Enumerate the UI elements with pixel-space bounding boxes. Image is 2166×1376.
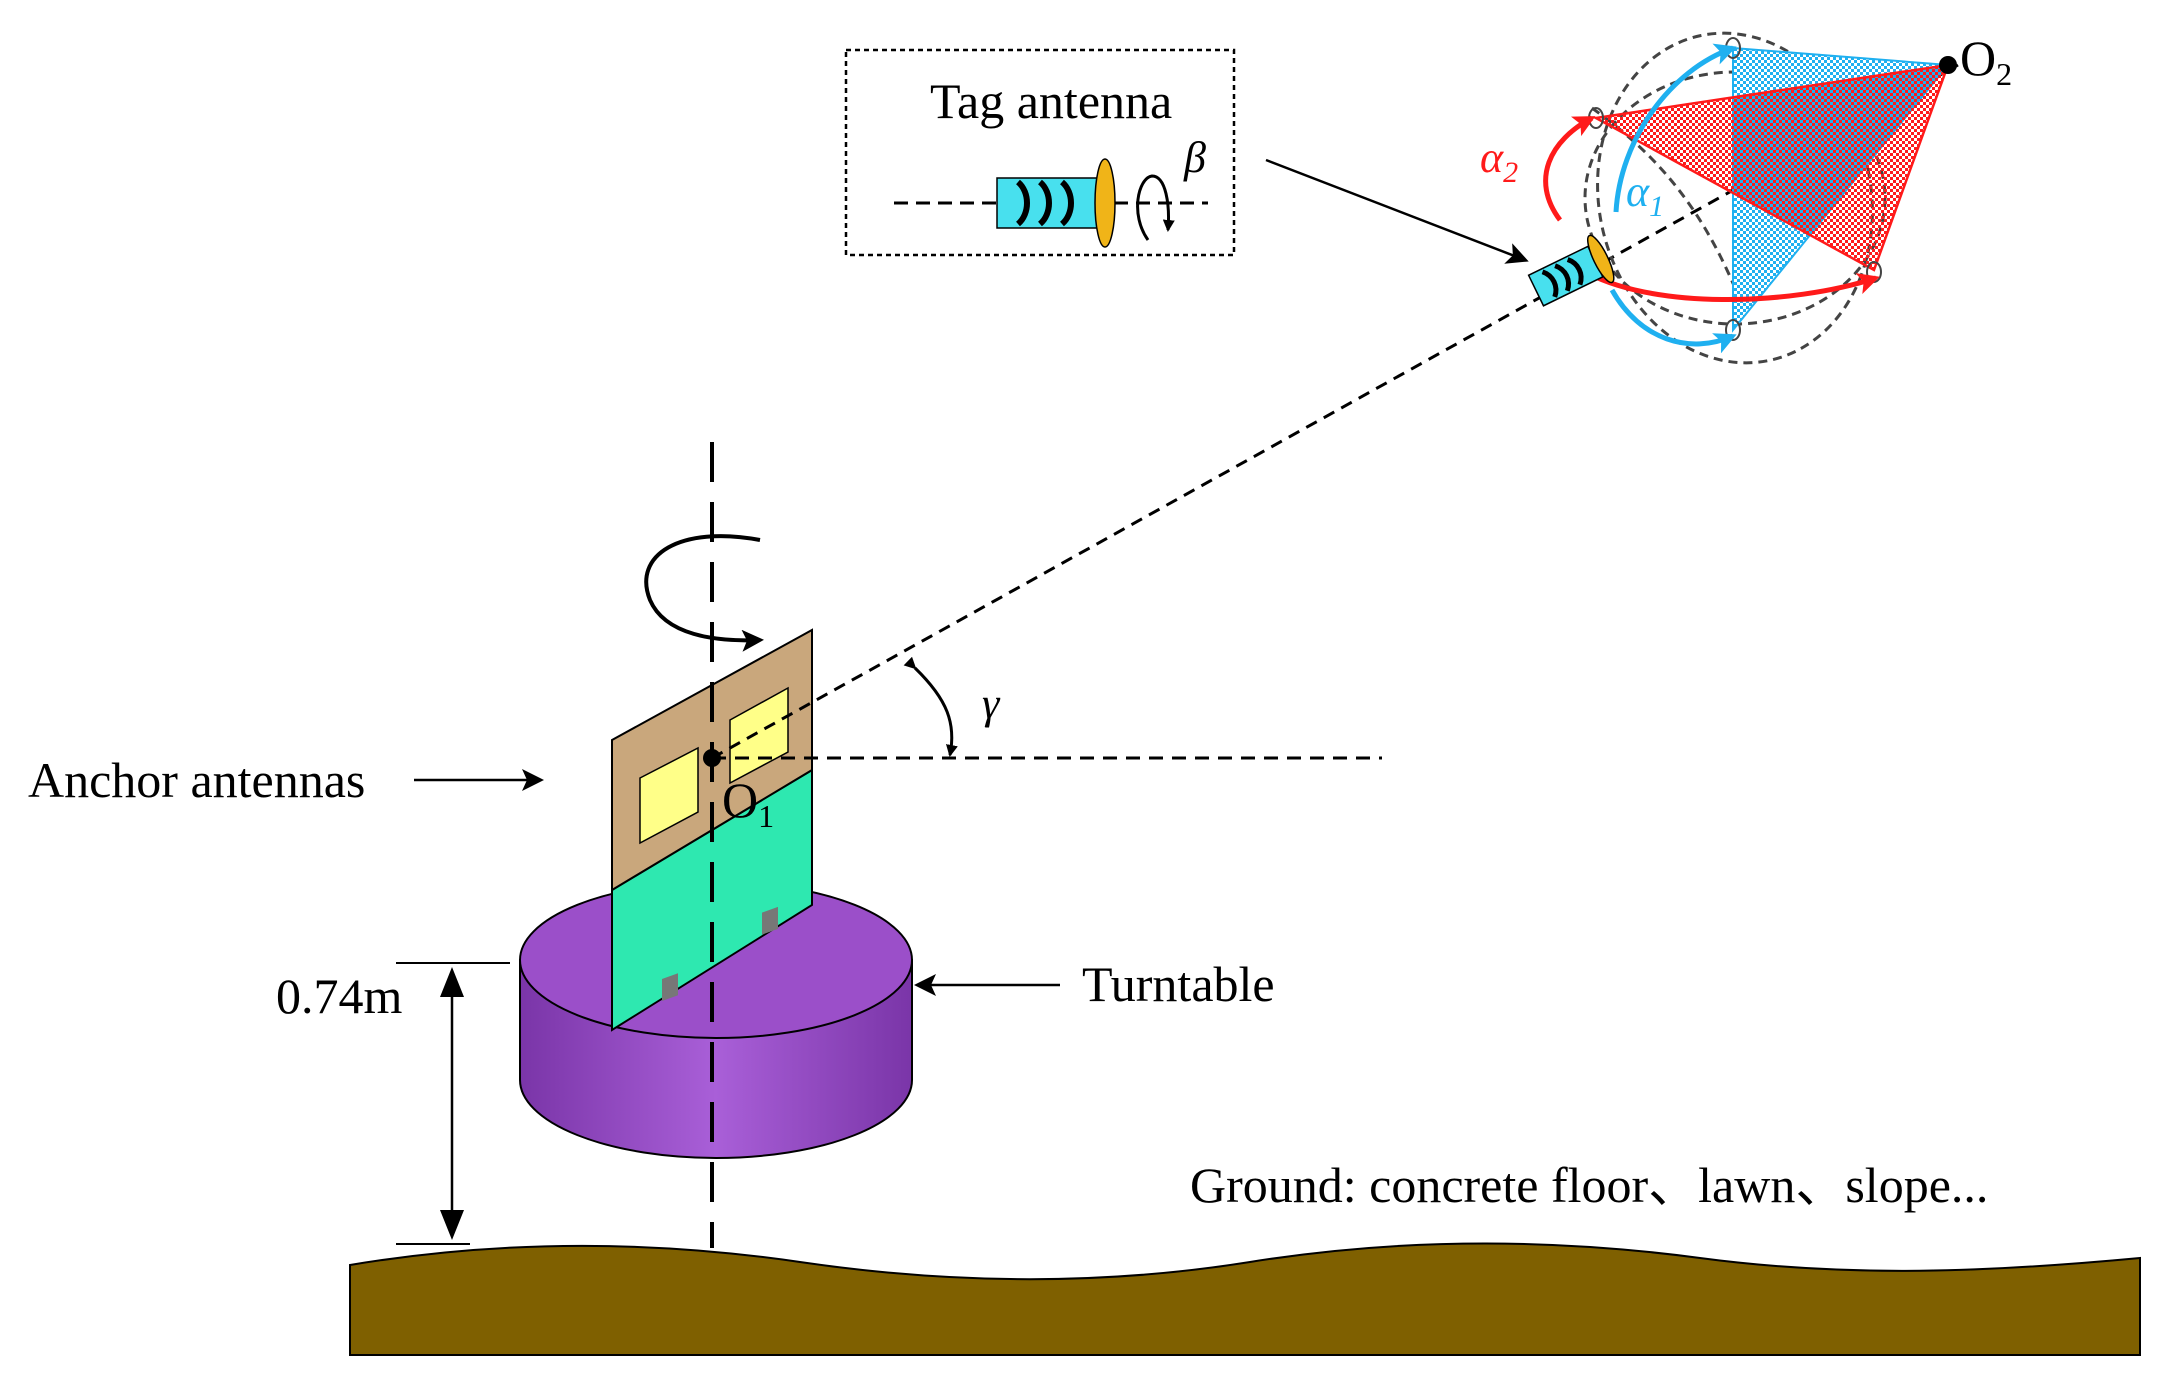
legend-tag-icon <box>996 158 1116 248</box>
ground-surface <box>349 1242 2141 1356</box>
o2-label: O2 <box>1960 30 2012 92</box>
connector-left <box>662 973 678 1002</box>
antenna-patch-left <box>639 746 699 845</box>
alpha2-plane <box>1592 63 1950 272</box>
tag-antenna-in-sphere <box>1527 234 1615 307</box>
gamma-label: γ <box>982 679 1001 728</box>
gamma-arc <box>903 656 958 757</box>
alpha2-arrow-lower <box>1580 267 1880 302</box>
alpha1-label: α1 <box>1626 167 1664 223</box>
anchor-antennas-label: Anchor antennas <box>28 752 365 808</box>
rotation-arrow <box>644 534 764 652</box>
beta-rotation-arrow <box>1136 174 1175 241</box>
alpha2-label: α2 <box>1480 133 1518 189</box>
tag-pointer-arrow <box>1265 158 1529 264</box>
tag-antenna-legend: Tag antenna β <box>844 48 1236 257</box>
height-dimension <box>396 962 510 1245</box>
o1-label: O1 <box>722 772 774 834</box>
sphere-inner-arc <box>1591 106 1742 301</box>
height-label: 0.74m <box>276 968 403 1024</box>
beta-label: β <box>1183 133 1206 182</box>
connector-right <box>762 906 778 935</box>
ground-label: Ground: concrete floor、lawn、slope... <box>1190 1157 1988 1213</box>
turntable-label: Turntable <box>1082 956 1275 1012</box>
alpha1-arrow-upper <box>1613 43 1737 213</box>
o2-point <box>1939 56 1957 74</box>
tag-antenna-label: Tag antenna <box>930 73 1172 129</box>
alpha2-arrow-upper <box>1543 115 1596 222</box>
tag-rotation-sphere <box>1527 31 1957 365</box>
alpha1-arrow-lower <box>1609 288 1737 354</box>
o1-point <box>703 749 721 767</box>
